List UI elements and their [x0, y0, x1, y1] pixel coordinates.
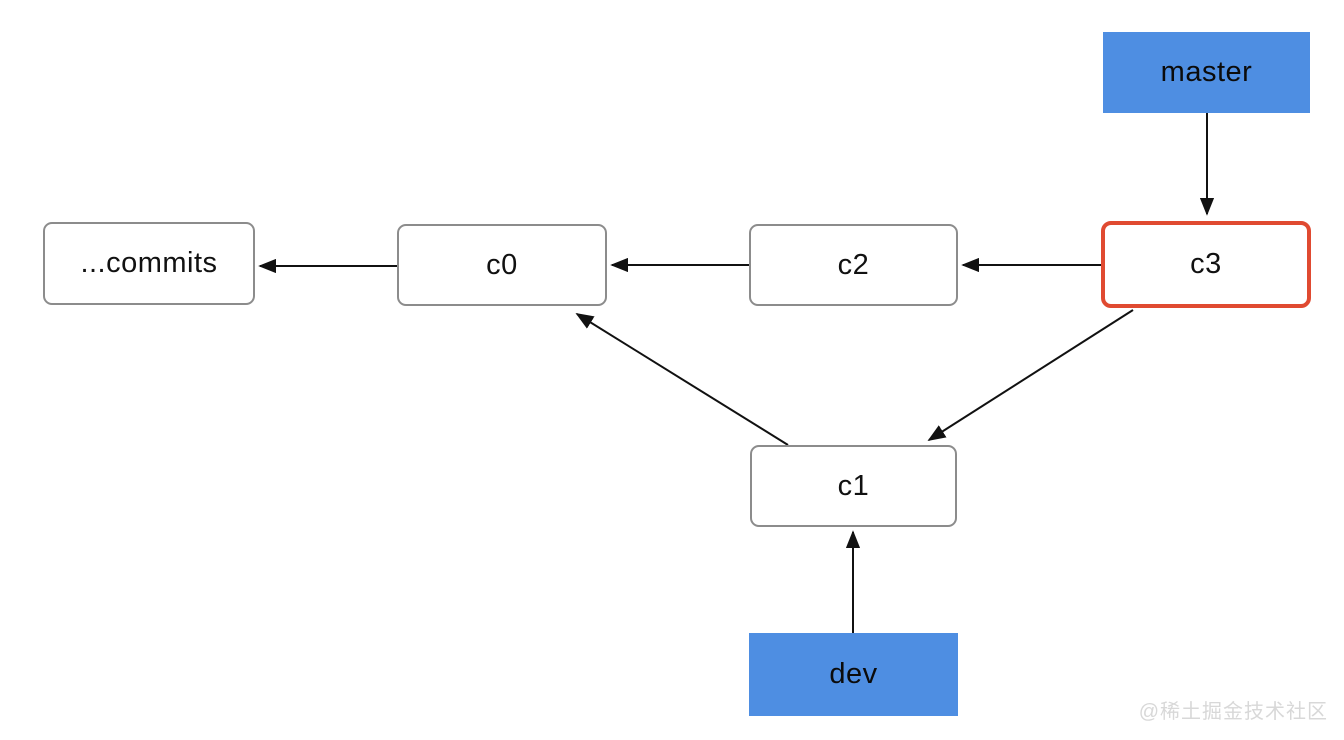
commit-node-c3-highlighted: c3 [1101, 221, 1311, 308]
commit-label-c3: c3 [1190, 248, 1222, 280]
edge-c1-to-c0-arrow [575, 313, 789, 446]
commit-node-c1: c1 [750, 445, 957, 527]
commit-label-c0: c0 [486, 248, 518, 281]
commit-node-c2: c2 [749, 224, 958, 306]
branch-label-dev: dev [829, 658, 878, 690]
watermark-text: @稀土掘金技术社区 [1138, 701, 1328, 723]
commit-label-earlier-commits: ...commits [80, 247, 218, 279]
branch-node-dev: dev [749, 633, 958, 716]
branch-node-master: master [1103, 32, 1310, 113]
commit-node-earlier-commits: ...commits [43, 222, 255, 305]
branch-label-master: master [1160, 56, 1253, 88]
commit-node-c0: c0 [397, 224, 607, 306]
edge-c3-to-c1-arrow [927, 309, 1134, 441]
commit-label-c2: c2 [837, 248, 870, 281]
commit-label-c1: c1 [837, 469, 870, 502]
